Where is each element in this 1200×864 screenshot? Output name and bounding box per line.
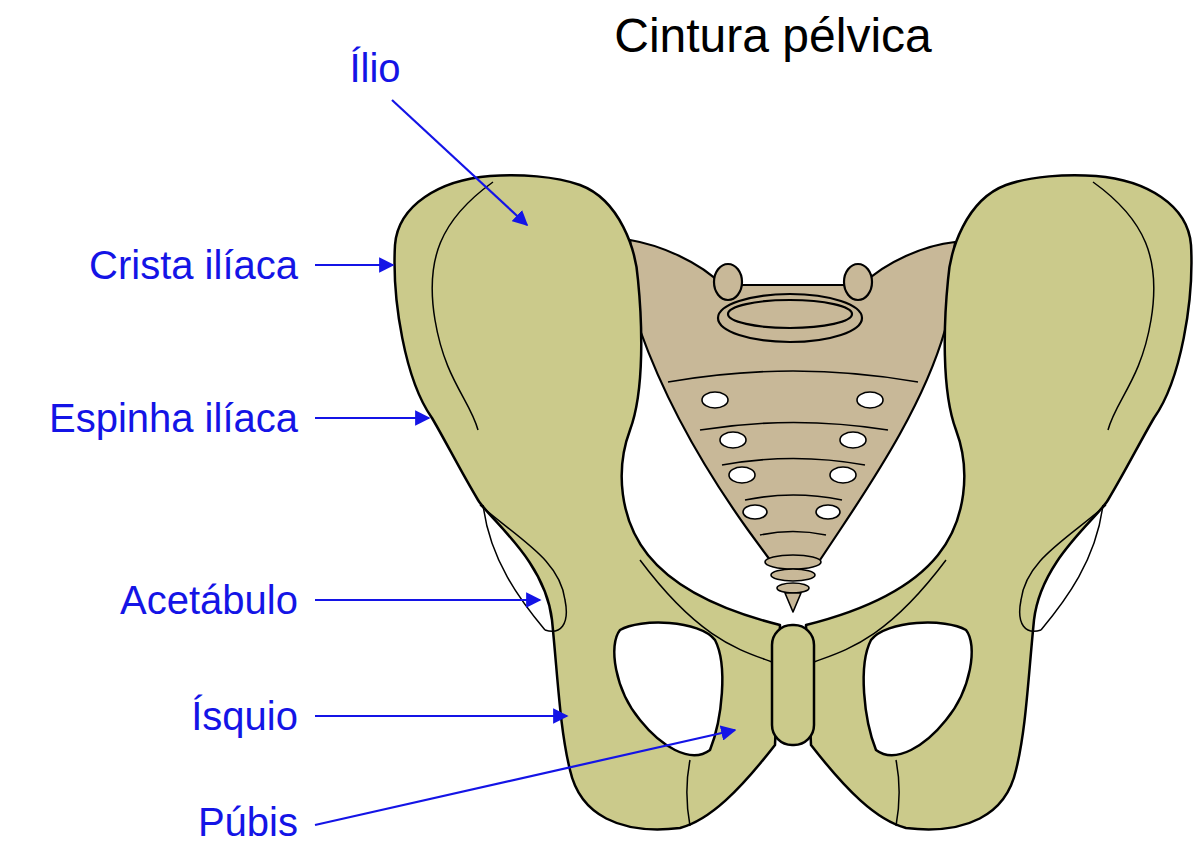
articular-process: [844, 264, 872, 300]
sacral-ridge: [745, 495, 842, 500]
pubic-symphysis: [772, 625, 814, 745]
sacral-ridge: [760, 532, 826, 536]
obturator-foramen: [614, 623, 722, 756]
coccyx-tip: [785, 593, 801, 612]
part-label: Púbis: [198, 799, 298, 845]
sacral-ridge: [668, 371, 918, 382]
acetabulum-ridge: [483, 505, 545, 630]
bone-details: [432, 182, 772, 826]
leader-line: [315, 264, 393, 266]
sacral-foramina: [702, 392, 883, 519]
hip-bone: [806, 175, 1191, 829]
foramen: [729, 467, 755, 483]
sacral-ridge: [722, 459, 865, 466]
coccyx-segment: [771, 569, 815, 581]
ischium-ridge: [687, 760, 690, 826]
diagram-title: Cintura pélvica: [614, 8, 931, 63]
part-label: Crista ilíaca: [89, 242, 298, 288]
part-label: Ísquio: [191, 693, 298, 739]
foramen: [830, 467, 856, 483]
hip-bone: [395, 175, 780, 829]
sacral-ridge: [700, 423, 888, 431]
foramen: [816, 505, 840, 519]
leader-line: [315, 417, 429, 419]
pubic-ridge: [640, 560, 772, 662]
part-label: Espinha ilíaca: [49, 395, 298, 441]
foramen: [840, 432, 866, 448]
leader-lines: [315, 100, 735, 825]
coccyx: [765, 555, 821, 612]
foramen: [720, 432, 746, 448]
sacral-base-rim: [728, 300, 852, 328]
leader-line: [315, 715, 567, 717]
coccyx-segment: [777, 583, 809, 593]
foramen: [743, 505, 767, 519]
ilium-ridge: [432, 182, 493, 430]
hip-bone-body: [395, 175, 780, 829]
part-label: Ílio: [349, 45, 400, 91]
sacrum-body: [630, 240, 955, 560]
acetabulum-rim: [480, 505, 566, 631]
foramen: [702, 392, 728, 408]
foramen: [857, 392, 883, 408]
articular-process: [714, 264, 742, 300]
part-label: Acetábulo: [120, 577, 298, 623]
leader-line: [315, 599, 540, 601]
leader-line: [392, 100, 527, 225]
coccyx-segment: [765, 555, 821, 569]
sacral-base: [718, 294, 862, 342]
sacral-ridges: [668, 371, 918, 535]
sacrum: [630, 240, 955, 612]
leader-line: [315, 730, 735, 825]
